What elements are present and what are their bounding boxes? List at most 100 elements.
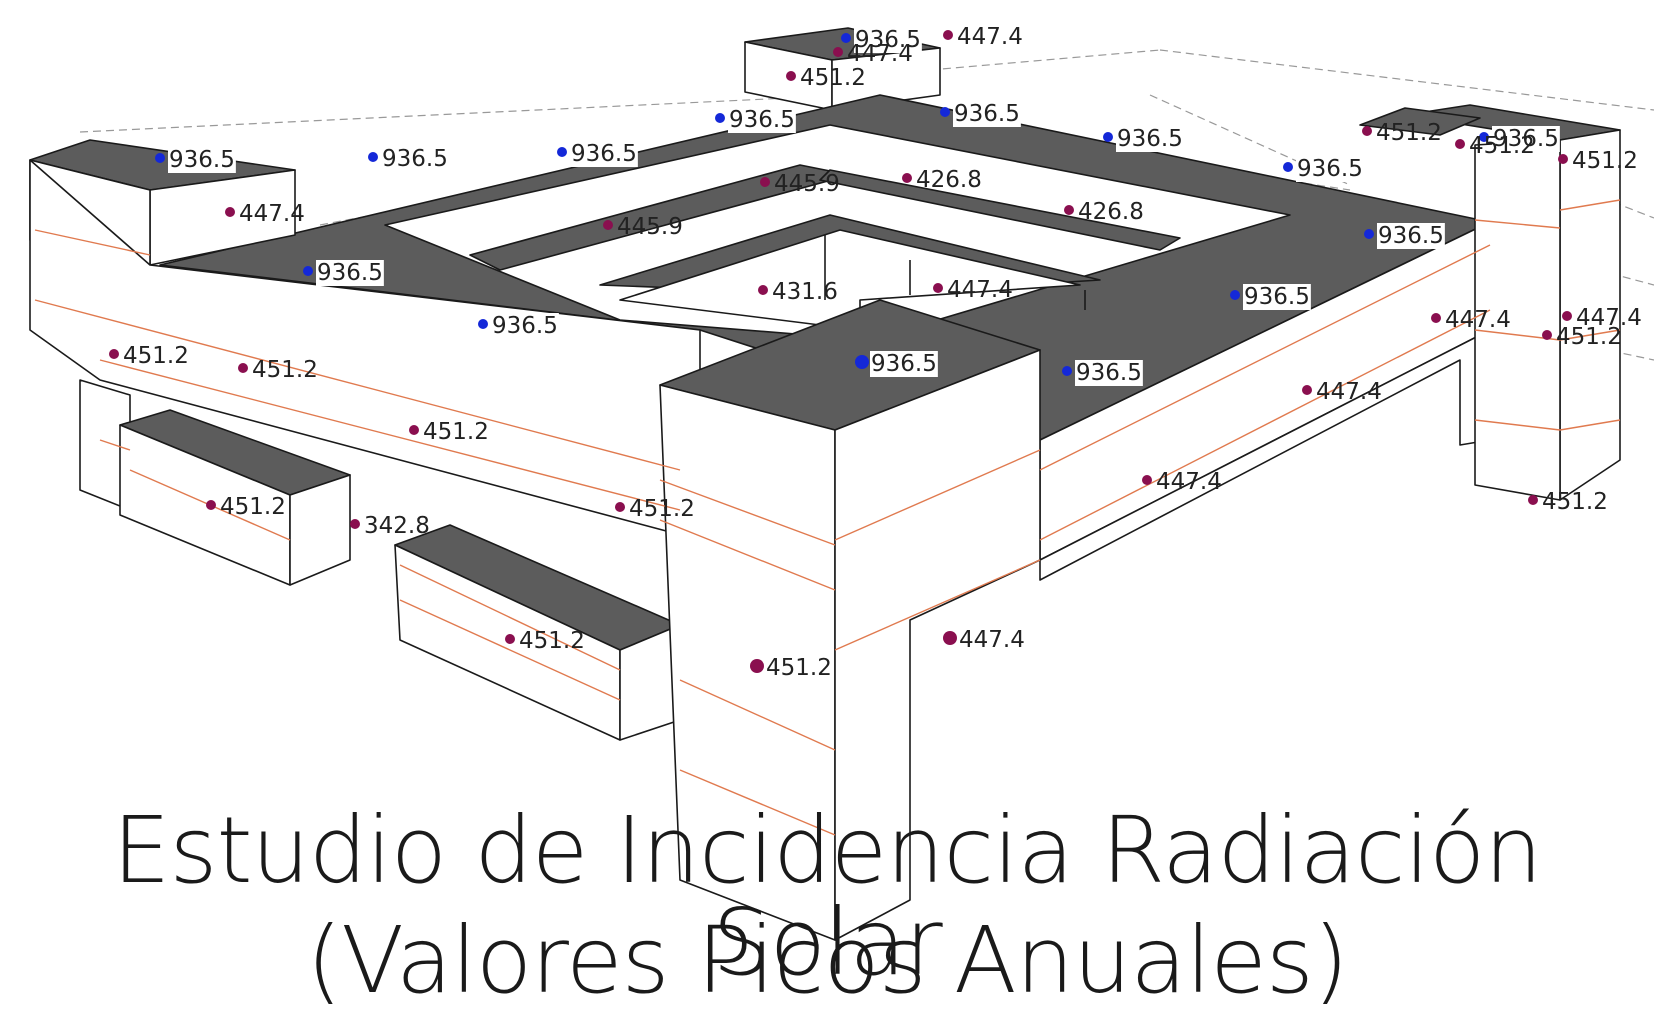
- reading-marker: 445.9: [760, 171, 840, 197]
- reading-label: 426.8: [916, 167, 982, 193]
- reading-label: 451.2: [1376, 120, 1442, 146]
- reading-label: 936.5: [954, 101, 1020, 127]
- reading-label-background: [381, 146, 449, 172]
- reading-label: 342.8: [364, 513, 430, 539]
- reading-label-background: [728, 107, 796, 133]
- reading-dot: [350, 519, 360, 529]
- reading-label: 447.4: [959, 627, 1025, 653]
- reading-marker: 936.5: [841, 27, 922, 53]
- reading-dot: [206, 500, 216, 510]
- reading-label: 936.5: [729, 107, 795, 133]
- reading-dot: [557, 147, 567, 157]
- reading-marker: 936.5: [715, 107, 796, 133]
- reading-dot: [1364, 229, 1374, 239]
- reading-dot: [1542, 330, 1552, 340]
- reading-dot: [1302, 385, 1312, 395]
- reading-marker: 451.2: [238, 357, 318, 383]
- reading-dot: [933, 283, 943, 293]
- reading-marker: 936.5: [1230, 284, 1311, 310]
- reading-dot: [943, 30, 953, 40]
- reading-label: 936.5: [855, 27, 921, 53]
- reading-label-background: [570, 141, 638, 167]
- reading-label: 936.5: [1076, 360, 1142, 386]
- reading-label: 445.9: [617, 214, 683, 240]
- reading-label: 451.2: [766, 655, 832, 681]
- reading-marker: 447.4: [933, 277, 1013, 303]
- reading-label-background: [1296, 156, 1364, 182]
- reading-label: 445.9: [774, 171, 840, 197]
- reading-marker: 451.2: [409, 419, 489, 445]
- reading-marker: 447.4: [225, 201, 305, 227]
- reading-label: 447.4: [1576, 305, 1642, 331]
- reading-label: 451.2: [629, 496, 695, 522]
- building-geometry: [29, 27, 1621, 941]
- reading-label-background: [491, 313, 559, 339]
- reading-marker: 447.4: [1142, 469, 1222, 495]
- reading-dot: [786, 71, 796, 81]
- reading-label-background: [1075, 360, 1143, 386]
- reading-marker: 451.2: [1455, 133, 1535, 159]
- reading-marker: 447.4: [943, 24, 1023, 50]
- reading-label: 936.5: [492, 313, 558, 339]
- reading-dot: [855, 355, 869, 369]
- reading-label-background: [854, 27, 922, 53]
- reading-label: 451.2: [800, 65, 866, 91]
- reading-dot: [1362, 126, 1372, 136]
- reading-dot: [833, 47, 843, 57]
- reading-marker: 451.2: [1542, 324, 1622, 350]
- study-title: Estudio de Incidencia Radiación Solar: [112, 797, 1542, 996]
- reading-dot: [758, 285, 768, 295]
- reading-dot: [1431, 313, 1441, 323]
- reading-marker: 451.2: [750, 655, 832, 681]
- reading-dot: [902, 173, 912, 183]
- reading-dot: [505, 634, 515, 644]
- reading-label: 936.5: [317, 260, 383, 286]
- reading-label: 451.2: [1469, 133, 1535, 159]
- reading-dot: [409, 425, 419, 435]
- reading-dot: [1230, 290, 1240, 300]
- reading-label-background: [870, 351, 938, 377]
- reading-dot: [841, 33, 851, 43]
- reading-marker: 936.5: [1103, 126, 1184, 152]
- reading-label: 936.5: [1297, 156, 1363, 182]
- reading-label: 447.4: [1316, 379, 1382, 405]
- reading-dot: [1455, 139, 1465, 149]
- reading-label: 447.4: [847, 41, 913, 67]
- reading-dot: [715, 113, 725, 123]
- reading-label-background: [953, 101, 1021, 127]
- reading-marker: 447.4: [833, 41, 913, 67]
- reading-dot: [478, 319, 488, 329]
- reading-label: 936.5: [1378, 223, 1444, 249]
- reading-label-background: [1116, 126, 1184, 152]
- reading-label: 451.2: [1556, 324, 1622, 350]
- reading-label: 936.5: [382, 146, 448, 172]
- reading-marker: 342.8: [350, 513, 430, 539]
- reading-marker: 451.2: [1528, 489, 1608, 515]
- radiation-readings: 936.5 936.5 936.5 936.5 936.5 936.5 936.5 936.5…: [109, 24, 1642, 681]
- reading-dot: [238, 363, 248, 373]
- reading-dot: [1062, 366, 1072, 376]
- reading-label: 936.5: [1244, 284, 1310, 310]
- reading-label-background: [316, 260, 384, 286]
- reading-label: 447.4: [239, 201, 305, 227]
- reading-label: 936.5: [169, 147, 235, 173]
- reading-marker: 936.5: [303, 260, 384, 286]
- reading-marker: 447.4: [1302, 379, 1382, 405]
- reading-dot: [603, 220, 613, 230]
- reading-label: 451.2: [252, 357, 318, 383]
- reading-label: 447.4: [947, 277, 1013, 303]
- reading-marker: 936.5: [155, 147, 236, 173]
- reading-label-background: [1377, 223, 1445, 249]
- reading-marker: 447.4: [943, 627, 1025, 653]
- reading-label: 447.4: [1156, 469, 1222, 495]
- reading-marker: 445.9: [603, 214, 683, 240]
- reading-marker: 936.5: [1283, 156, 1364, 182]
- reading-marker: 447.4: [1562, 305, 1642, 331]
- reading-marker: 936.5: [855, 351, 938, 377]
- reading-marker: 936.5: [1364, 223, 1445, 249]
- reading-dot: [1064, 205, 1074, 215]
- reading-label-background: [168, 147, 236, 173]
- reading-label: 447.4: [1445, 307, 1511, 333]
- reading-dot: [368, 152, 378, 162]
- reading-marker: 431.6: [758, 279, 838, 305]
